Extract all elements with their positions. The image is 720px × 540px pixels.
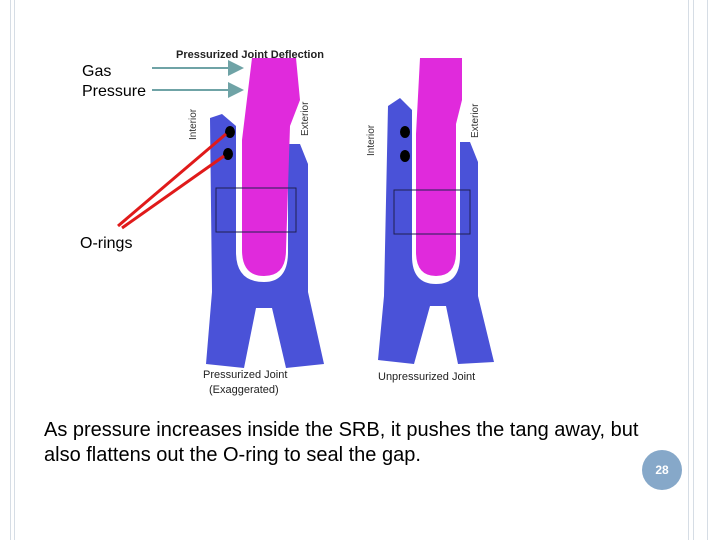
right-interior-label: Interior [366,124,377,156]
o-ring-pointer-upper [117,132,227,228]
left-o-ring-upper [225,126,235,138]
right-o-ring-upper [400,126,410,138]
left-joint-gap-box [215,187,297,233]
slide-caption: As pressure increases inside the SRB, it… [44,419,639,466]
right-border-line [688,0,689,540]
left-border-line-inner [14,0,15,540]
left-exterior-label: Exterior [300,101,311,136]
right-tang [416,58,462,276]
page-number-badge: 28 [642,450,682,490]
o-ring-pointer-lower [121,154,225,230]
left-clevis [206,114,324,368]
right-joint-gap-box [393,189,471,235]
right-clevis [378,98,494,364]
right-border-line-outer [707,0,708,540]
gas-pressure-label: Gas Pressure [82,63,147,100]
right-exterior-label: Exterior [470,103,481,138]
left-joint-caption-line1: Pressurized Joint [203,369,287,381]
left-o-ring-lower [223,148,233,160]
right-joint-caption: Unpressurized Joint [378,371,475,383]
left-interior-label: Interior [188,108,199,140]
diagram-title: Pressurized Joint Deflection [176,49,324,61]
right-border-line-inner [693,0,694,540]
left-joint-caption-line2: (Exaggerated) [209,384,279,396]
right-o-ring-lower [400,150,410,162]
o-rings-label: O-rings [80,235,133,252]
left-border-line [10,0,11,540]
left-tang [242,58,300,276]
